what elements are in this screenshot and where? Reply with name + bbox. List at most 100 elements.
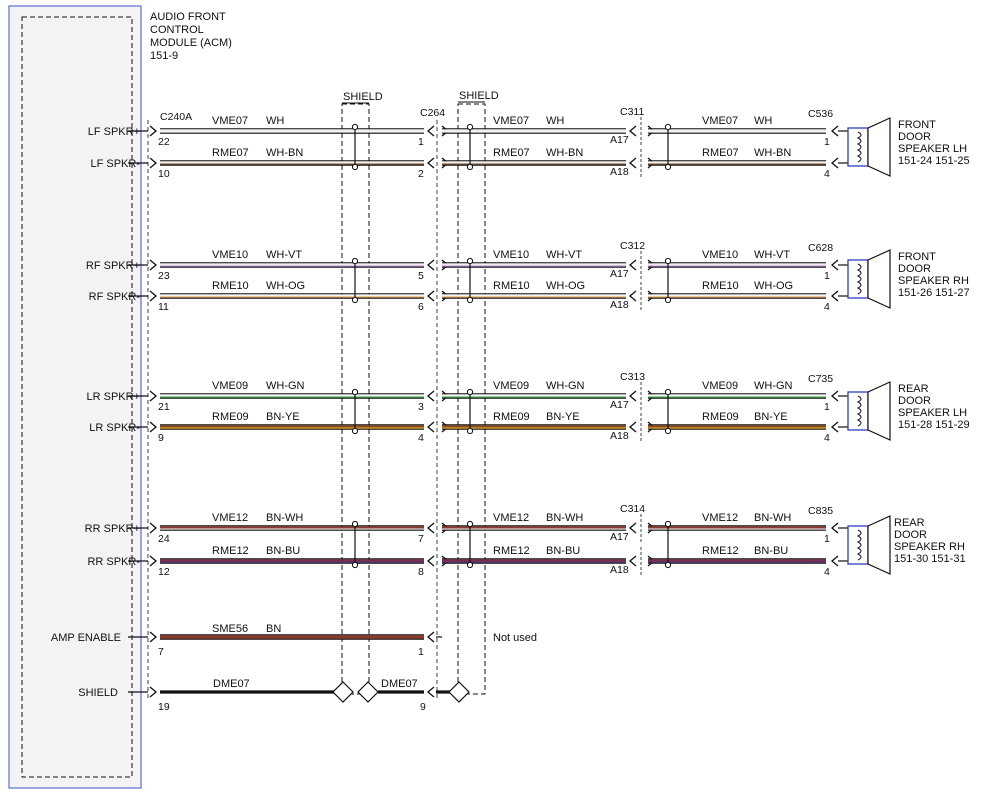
twist-cap-top — [351, 520, 359, 528]
color-code: BN-WH — [266, 512, 303, 524]
color-code-3: BN-WH — [754, 512, 791, 524]
circuit-id-2: RME09 — [493, 411, 530, 423]
c264-pin: 6 — [418, 301, 424, 313]
circuit-id-3: RME10 — [702, 280, 739, 292]
door-connector: C312 — [620, 240, 645, 252]
wire-segment-speaker — [648, 262, 826, 268]
twisted-pair-symbol — [351, 123, 359, 171]
speaker-label-line: FRONT — [898, 251, 936, 263]
shield-termination-diamond — [448, 681, 470, 703]
color-code: WH-VT — [266, 249, 302, 261]
color-code-2: BN-BU — [546, 545, 580, 557]
wire-segment-door — [442, 393, 626, 399]
amp-enable-not-used: Not used — [493, 632, 537, 644]
circuit-id: VME07 — [212, 115, 248, 127]
acm-connector-label: C240A — [160, 111, 192, 123]
door-pin: A18 — [610, 564, 629, 576]
color-code: WH — [266, 115, 284, 127]
color-code: BN-BU — [266, 545, 300, 557]
acm-pin: 12 — [158, 566, 170, 578]
acm-pin: 10 — [158, 168, 170, 180]
signal-label: LR SPKR+ — [87, 391, 141, 403]
c264-arrow-left — [426, 125, 435, 137]
circuit-id-2: VME09 — [493, 380, 529, 392]
acm-title-line-3: MODULE (ACM) — [150, 37, 232, 49]
speaker-label-line: SPEAKER RH — [898, 275, 969, 287]
acm-title-line-1: AUDIO FRONT — [150, 11, 226, 23]
color-code-3: WH-GN — [754, 380, 793, 392]
wire-segment-acm — [160, 160, 424, 166]
shield-termination-diamond — [332, 681, 354, 703]
door-pin: A17 — [610, 268, 629, 280]
color-code: BN-YE — [266, 411, 300, 423]
speaker-arrow — [830, 157, 839, 169]
twist-cap-top — [664, 388, 672, 396]
speaker-pin: 1 — [824, 270, 830, 282]
twist-cap-top — [466, 388, 474, 396]
shield-c264-pin: 9 — [420, 701, 426, 713]
shield-acm-pin: 19 — [158, 701, 170, 713]
speaker-label-line: 151-30 151-31 — [894, 553, 966, 565]
door-pin: A18 — [610, 299, 629, 311]
shield-c264-arrow — [426, 686, 435, 698]
color-code-3: WH-OG — [754, 280, 793, 292]
twist-cap-bottom — [351, 296, 359, 304]
acm-connector-arrow — [149, 522, 158, 534]
c264-arrow-left — [426, 522, 435, 534]
wire-segment-door — [442, 424, 626, 430]
acm-connector-arrow — [149, 390, 158, 402]
acm-connector-arrow — [149, 125, 158, 137]
twist-cap-bottom — [664, 561, 672, 569]
color-code-2: BN-YE — [546, 411, 580, 423]
c264-arrow-left — [426, 421, 435, 433]
circuit-id-2: VME10 — [493, 249, 529, 261]
circuit-id: RME07 — [212, 147, 249, 159]
twisted-pair-symbol — [351, 520, 359, 569]
twist-cap-bottom — [351, 163, 359, 171]
speaker-label-line: REAR — [894, 517, 925, 529]
shield-circuit-right: DME07 — [381, 678, 418, 690]
c264-pin: 5 — [418, 270, 424, 282]
c264-pin: 7 — [418, 533, 424, 545]
twist-cap-bottom — [466, 296, 474, 304]
color-code-2: WH-GN — [546, 380, 585, 392]
twist-cap-bottom — [664, 163, 672, 171]
amp-enable-row: AMP ENABLE 7 SME56 BN 1 Not used — [51, 623, 537, 658]
twist-cap-top — [351, 388, 359, 396]
acm-module-outline — [8, 5, 142, 789]
speaker-arrow — [830, 290, 839, 302]
twist-cap-bottom — [351, 561, 359, 569]
twisted-pair-symbol — [466, 257, 474, 304]
signal-label: RR SPKR- — [87, 556, 140, 568]
door-connector: C313 — [620, 371, 645, 383]
speaker-arrow — [830, 390, 839, 402]
shield-right-label: SHIELD — [459, 90, 499, 102]
twisted-pair-symbol — [664, 123, 672, 171]
color-code-2: WH-BN — [546, 147, 583, 159]
circuit-id-2: VME07 — [493, 115, 529, 127]
speaker-cone-icon — [867, 381, 891, 441]
wire-segment-acm — [160, 128, 424, 134]
twist-cap-bottom — [466, 163, 474, 171]
door-arrow-left — [628, 555, 637, 567]
speaker-magnet — [847, 259, 869, 299]
c264-arrow-left — [426, 259, 435, 271]
amp-c264-arrow — [426, 631, 435, 643]
twisted-pair-symbol — [466, 520, 474, 569]
wire-segment-acm — [160, 424, 424, 430]
c264-arrow-left — [426, 290, 435, 302]
acm-connector-arrow — [149, 290, 158, 302]
door-arrow-left — [628, 421, 637, 433]
speaker-coil-icon — [856, 395, 862, 427]
twist-cap-top — [664, 520, 672, 528]
color-code-3: BN-BU — [754, 545, 788, 557]
door-connector: C311 — [620, 106, 644, 118]
wire-segment-acm — [160, 558, 424, 564]
c264-arrow-left — [426, 555, 435, 567]
